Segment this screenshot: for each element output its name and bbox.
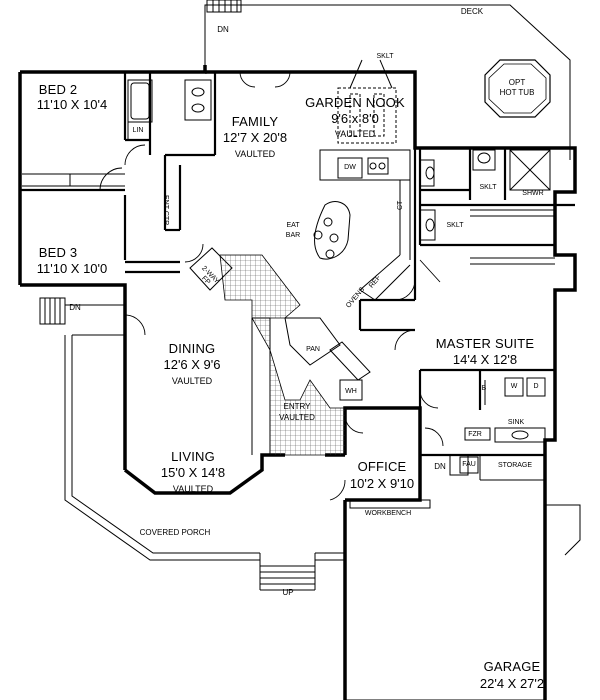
family-name: FAMILY bbox=[231, 114, 279, 129]
sklt-master-label-1: SKLT bbox=[479, 184, 497, 191]
hot-tub bbox=[484, 59, 551, 118]
storage-label: STORAGE bbox=[497, 462, 533, 469]
living-note: VAULTED bbox=[172, 484, 214, 494]
eat-bar-label-1: EAT bbox=[286, 222, 300, 229]
fzr-label: FZR bbox=[468, 431, 482, 438]
wh-label: WH bbox=[345, 388, 357, 395]
bed2-dims: 11'10 X 10'4 bbox=[36, 97, 108, 112]
dn-top-label: DN bbox=[217, 25, 229, 34]
bed2-name: BED 2 bbox=[38, 82, 78, 97]
entry-note: VAULTED bbox=[279, 413, 315, 422]
fixtures bbox=[22, 59, 581, 700]
porch bbox=[39, 297, 345, 591]
up-label: UP bbox=[282, 588, 294, 597]
exterior-walls bbox=[18, 65, 577, 700]
sklt-master-label-2: SKLT bbox=[446, 222, 464, 229]
hot-tub-label-1: OPT bbox=[508, 78, 526, 87]
sink-label: SINK bbox=[507, 419, 525, 426]
pan-label: PAN bbox=[306, 346, 320, 353]
workbench-label: WORKBENCH bbox=[364, 510, 412, 517]
d-label: D bbox=[533, 383, 539, 390]
garden-nook-dims: 9'6 x 8'0 bbox=[331, 111, 379, 126]
deck bbox=[204, 0, 571, 160]
living-name: LIVING bbox=[171, 449, 215, 464]
dining-note: VAULTED bbox=[171, 376, 213, 386]
garden-nook-note: VAULTED bbox=[334, 129, 376, 139]
ib-label: IB bbox=[479, 385, 487, 392]
dining-dims: 12'6 X 9'6 bbox=[163, 357, 221, 372]
master-suite-dims: 14'4 X 12'8 bbox=[452, 352, 518, 367]
dw-label: DW bbox=[344, 164, 356, 171]
family-note: VAULTED bbox=[234, 149, 276, 159]
dining-name: DINING bbox=[168, 341, 216, 356]
bed3-name: BED 3 bbox=[38, 245, 78, 260]
office-name: OFFICE bbox=[357, 459, 407, 474]
ct-label: CT bbox=[397, 200, 404, 210]
garden-nook-name: GARDEN NOOK bbox=[305, 95, 405, 110]
dn-left-label: DN bbox=[69, 303, 81, 312]
covered-porch-label: COVERED PORCH bbox=[139, 528, 211, 537]
dn-office-label: DN bbox=[434, 462, 446, 471]
living-dims: 15'0 X 14'8 bbox=[160, 465, 226, 480]
eat-bar-label-2: BAR bbox=[285, 232, 301, 239]
bed3-dims: 11'10 X 10'0 bbox=[36, 261, 108, 276]
entry-tile bbox=[219, 254, 346, 456]
hot-tub-label-2: HOT TUB bbox=[499, 88, 535, 97]
doors bbox=[99, 71, 444, 501]
deck-label: DECK bbox=[460, 7, 484, 16]
garage-dims: 22'4 X 27'2 bbox=[479, 676, 545, 691]
master-suite-name: MASTER SUITE bbox=[435, 336, 535, 351]
w-label: W bbox=[510, 383, 518, 390]
shwr-label: SHWR bbox=[522, 190, 544, 197]
entry-name: ENTRY bbox=[283, 402, 311, 411]
ent-ctr-label: ENT CTR bbox=[162, 195, 169, 226]
fau-label: FAU bbox=[462, 461, 476, 468]
garage-name: GARAGE bbox=[483, 659, 541, 674]
sklt-nook-label: SKLT bbox=[376, 53, 394, 60]
family-dims: 12'7 X 20'8 bbox=[222, 130, 288, 145]
lin-label: LIN bbox=[132, 127, 144, 134]
office-dims: 10'2 X 9'10 bbox=[349, 476, 415, 491]
